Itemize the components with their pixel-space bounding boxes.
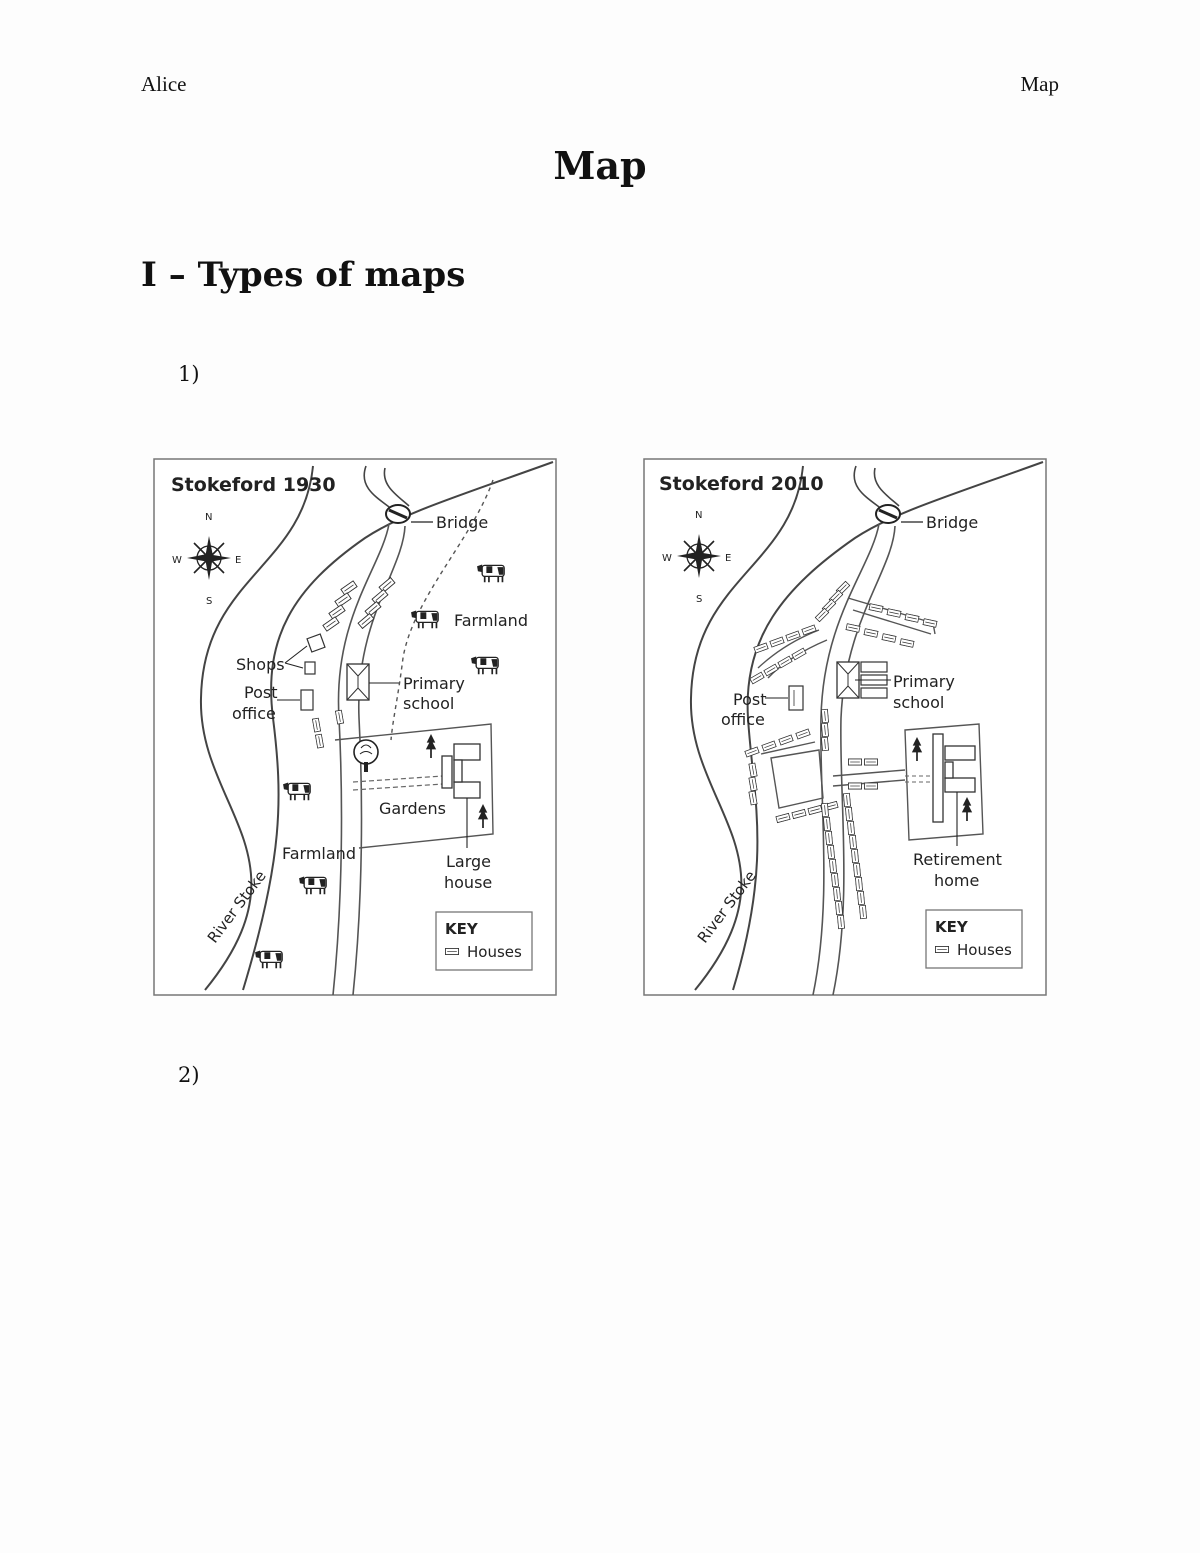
- post-office-building: [788, 685, 804, 711]
- house-icon: [820, 708, 830, 724]
- retirement-home-label: Retirement: [913, 850, 1002, 869]
- house-icon: [834, 900, 844, 916]
- garden-path: [352, 775, 444, 791]
- compass-n-label: N: [695, 510, 702, 521]
- house-icon: [858, 904, 868, 920]
- key-title: KEY: [935, 918, 969, 936]
- shops-label: Shops: [236, 655, 285, 674]
- compass-w-label: W: [662, 553, 672, 564]
- farmland-label: Farmland: [454, 611, 528, 630]
- compass-rose-icon: [187, 536, 231, 580]
- primary-school-label: school: [893, 693, 944, 712]
- footpath: [390, 479, 494, 741]
- map-title: Stokeford 2010: [659, 473, 824, 495]
- key-houses-label: Houses: [467, 943, 522, 961]
- bridge-label: Bridge: [436, 513, 488, 532]
- gardens-label: Gardens: [379, 799, 446, 818]
- large-house-building: [441, 743, 481, 799]
- house-icon: [854, 876, 864, 892]
- primary-school-building: [346, 663, 370, 701]
- section-heading: I – Types of maps: [141, 255, 466, 295]
- house-icon: [864, 758, 878, 766]
- retirement-home-building: [932, 733, 976, 823]
- house-icon: [848, 758, 862, 766]
- gardens-boundary: [334, 723, 494, 849]
- post-office-label: office: [721, 710, 765, 729]
- river-bank-east: [242, 461, 554, 991]
- map-stokeford-2010: N S W E Stokeford 2010 Bridge Post offic…: [643, 458, 1047, 996]
- house-key-icon: [935, 946, 949, 953]
- bridge-icon: [385, 504, 411, 524]
- compass-s-label: S: [206, 596, 212, 607]
- retirement-home-grounds: [904, 723, 984, 841]
- house-icon: [832, 886, 842, 902]
- house-icon: [820, 722, 830, 738]
- running-header-title: Map: [1020, 72, 1060, 96]
- compass-s-label: S: [696, 594, 702, 605]
- house-icon: [864, 782, 878, 790]
- river-bank-west: [689, 465, 804, 991]
- house-icon: [844, 806, 854, 822]
- list-item-number-1: 1): [178, 362, 200, 386]
- river-bank-west: [199, 465, 314, 991]
- house-icon: [830, 872, 840, 888]
- compass-rose-icon: [677, 534, 721, 578]
- post-office-label: Post: [733, 690, 766, 709]
- house-icon: [826, 844, 836, 860]
- primary-school-label: school: [403, 694, 454, 713]
- bridge-label: Bridge: [926, 513, 978, 532]
- list-item-number-2: 2): [178, 1063, 200, 1087]
- key-houses-label: Houses: [957, 941, 1012, 959]
- house-icon: [852, 862, 862, 878]
- map-frame: [153, 458, 557, 996]
- compass-e-label: E: [235, 555, 241, 566]
- farmland-label: Farmland: [282, 844, 356, 863]
- house-icon: [846, 820, 856, 836]
- running-header-author: Alice: [141, 72, 187, 96]
- map-title: Stokeford 1930: [171, 474, 336, 496]
- map-key: KEY Houses: [925, 909, 1023, 969]
- house-icon: [820, 736, 830, 752]
- house-icon: [828, 858, 838, 874]
- house-icon: [848, 834, 858, 850]
- deciduous-tree-icon: [353, 739, 379, 772]
- key-title: KEY: [445, 920, 479, 938]
- primary-school-label: Primary: [893, 672, 955, 691]
- large-house-label: house: [444, 873, 492, 892]
- house-icon: [824, 830, 834, 846]
- post-office-label: Post: [244, 683, 277, 702]
- retirement-home-label: home: [934, 871, 979, 890]
- house-key-icon: [445, 948, 459, 955]
- house-icon: [836, 914, 846, 930]
- river-bank-east: [732, 461, 1044, 991]
- house-icon: [848, 782, 862, 790]
- compass-n-label: N: [205, 512, 212, 523]
- house-icon: [856, 890, 866, 906]
- post-office-label: office: [232, 704, 276, 723]
- map-stokeford-1930: N S W E Stokeford 1930 Bridge Farmland S…: [153, 458, 557, 996]
- post-office-building: [300, 689, 314, 711]
- primary-school-label: Primary: [403, 674, 465, 693]
- map-key: KEY Houses: [435, 911, 533, 971]
- house-icon: [842, 792, 852, 808]
- house-icon: [820, 802, 830, 818]
- shops-buildings: [304, 633, 326, 675]
- large-house-label: Large: [446, 852, 491, 871]
- compass-e-label: E: [725, 553, 731, 564]
- main-road: [812, 523, 880, 996]
- bridge-icon: [875, 504, 901, 524]
- document-title: Map: [553, 143, 647, 188]
- house-icon: [822, 816, 832, 832]
- house-icon: [850, 848, 860, 864]
- compass-w-label: W: [172, 555, 182, 566]
